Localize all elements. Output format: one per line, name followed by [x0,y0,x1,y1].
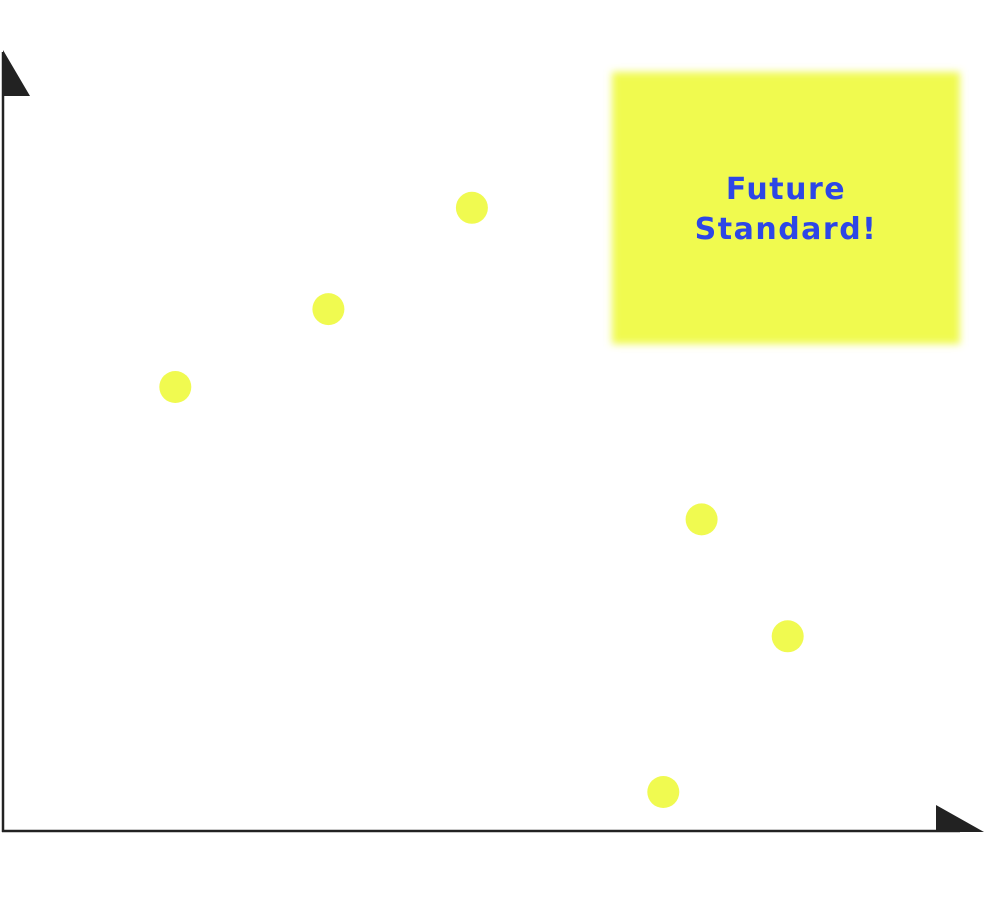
data-point-6 [647,776,680,808]
data-point-2 [312,293,345,326]
data-point-5 [771,620,804,653]
axes [1,50,984,833]
y-axis-arrowhead [3,50,30,96]
data-point-3 [455,191,488,224]
callout-box: Future Standard! [612,72,960,344]
data-point-4 [685,503,718,536]
data-points [159,191,804,808]
callout-line-2: Standard! [695,212,878,247]
callout-background [612,72,960,344]
x-axis-arrowhead [936,805,984,832]
callout-line-1: Future [726,172,846,207]
data-point-1 [159,371,192,403]
